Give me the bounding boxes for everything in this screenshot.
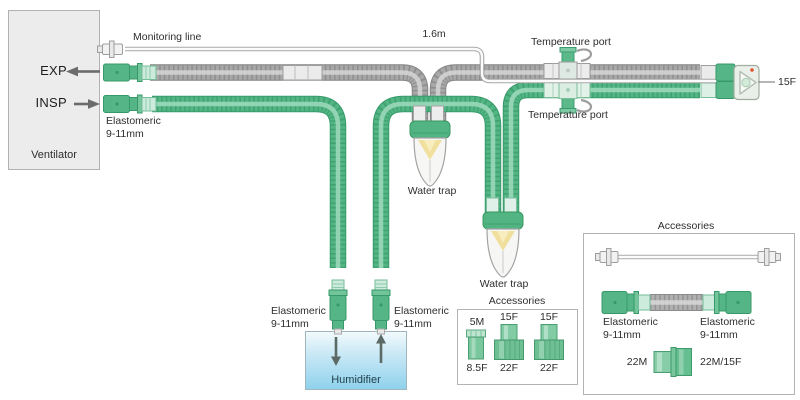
elastomeric-ventilator-label-material: Elastomeric xyxy=(106,115,161,127)
exp-limb-tube xyxy=(150,64,717,121)
ventilator-label: Ventilator xyxy=(31,149,77,161)
temperature-port-bottom-label: Temperature port xyxy=(528,109,608,121)
acc-small-item-3-bottom: 22F xyxy=(539,362,559,374)
acc-small-item-2-bottom: 22F xyxy=(499,362,519,374)
elastomeric-sample-right-label-material: Elastomeric xyxy=(700,316,755,328)
elastomeric-sample-left-label-size: 9-11mm xyxy=(603,329,641,341)
exp-port-label: EXP xyxy=(40,63,67,78)
insp-port-connector xyxy=(103,94,157,114)
elastomeric-sample-right-label-size: 9-11mm xyxy=(700,329,738,341)
tube-length-label: 1.6m xyxy=(422,28,446,40)
temperature-port-top-fitting xyxy=(543,47,592,80)
accessories-small-title: Accessories xyxy=(488,295,546,307)
water-trap-insp-label: Water trap xyxy=(479,278,529,290)
adapter-22m15f-label: 22M/15F xyxy=(700,356,742,368)
temperature-port-top-label: Temperature port xyxy=(531,36,611,48)
humidifier-label: Humidifier xyxy=(331,374,381,386)
exp-port-connector xyxy=(103,63,157,82)
elastomeric-sample-left-label-material: Elastomeric xyxy=(603,316,658,328)
acc-small-item-3-top: 15F xyxy=(539,311,559,323)
monitoring-line-label: Monitoring line xyxy=(133,31,202,43)
elastomeric-humidifier-left-label-material: Elastomeric xyxy=(271,305,326,317)
acc-small-item-1-bottom: 8.5F xyxy=(466,362,488,374)
y-piece-marker-dot xyxy=(750,68,754,72)
elastomeric-humidifier-right-label-size: 9-11mm xyxy=(394,318,432,330)
adapter-22m-label: 22M xyxy=(626,356,648,368)
humidifier-inlet-connector xyxy=(328,279,348,335)
y-piece-size-label: 15F xyxy=(778,76,797,88)
monitoring-line xyxy=(97,40,737,84)
acc-small-item-2-top: 15F xyxy=(499,311,519,323)
humidifier-outlet-connector xyxy=(371,279,391,335)
water-trap-exp xyxy=(409,105,451,187)
elastomeric-humidifier-left-label-size: 9-11mm xyxy=(271,318,309,330)
acc-small-item-1-top: 5M xyxy=(469,316,485,328)
accessories-large-title: Accessories xyxy=(657,220,715,232)
elastomeric-humidifier-right-label-material: Elastomeric xyxy=(394,305,449,317)
insp-port-label: INSP xyxy=(35,95,67,110)
water-trap-exp-label: Water trap xyxy=(407,185,457,197)
y-piece xyxy=(715,63,775,101)
accessories-large-box xyxy=(583,233,795,395)
water-trap-insp xyxy=(482,197,524,278)
elastomeric-ventilator-label-size: 9-11mm xyxy=(106,128,144,140)
ventilator-box xyxy=(8,10,100,170)
humidifier-box xyxy=(305,331,407,390)
